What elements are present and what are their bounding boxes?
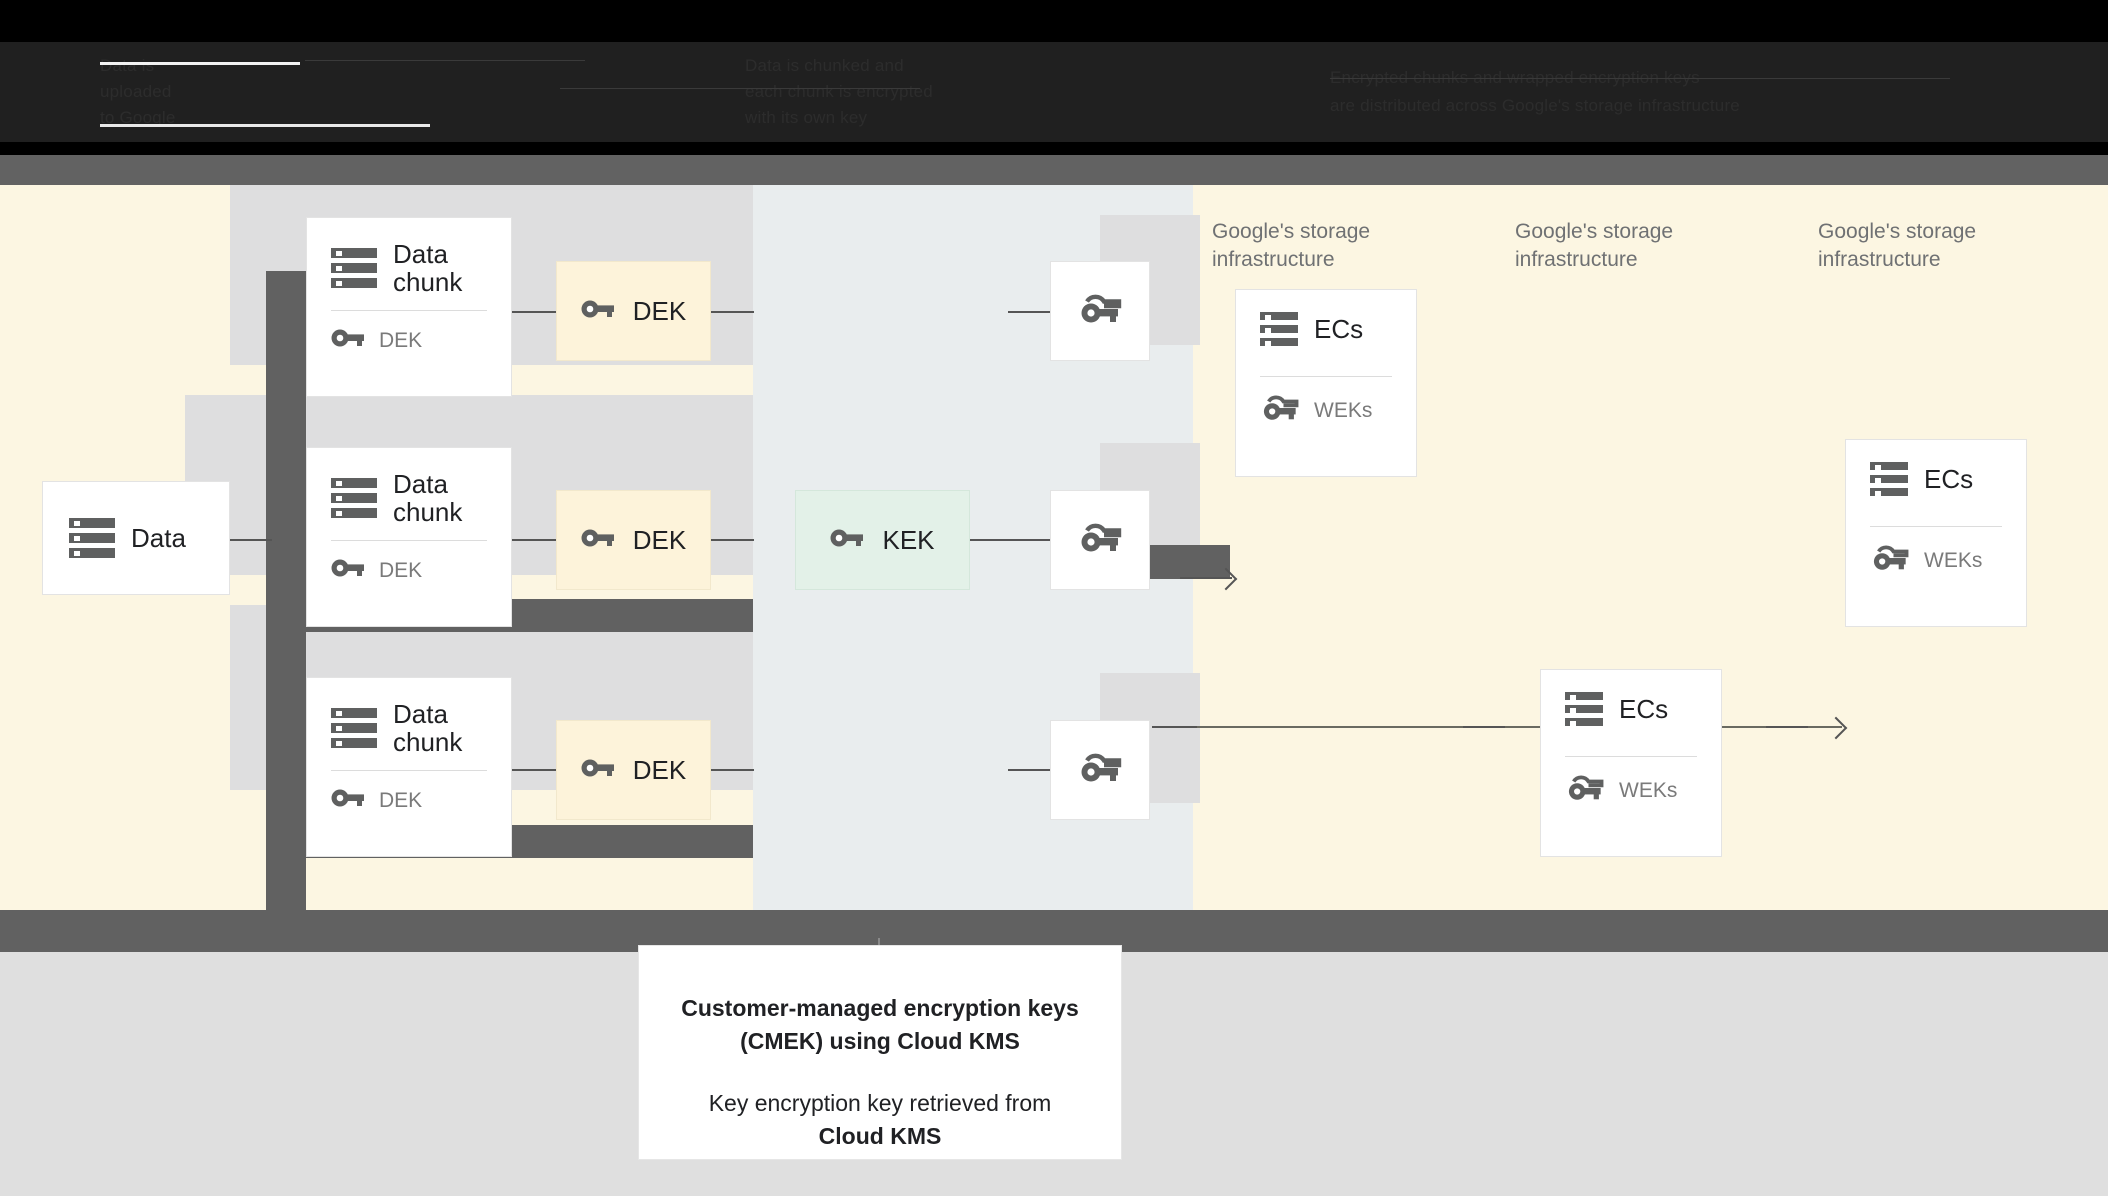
header-redaction-bar [100, 124, 430, 127]
card-divider [1870, 526, 2002, 527]
key-icon [830, 525, 864, 556]
top-divider-band [0, 155, 2108, 185]
key-icon [331, 327, 365, 354]
connector-dek-to-wek [710, 539, 754, 541]
wrapped-key-icon [1077, 751, 1123, 790]
header-redaction-bar [1330, 78, 1950, 79]
connector-kek-to-wek [960, 539, 1056, 541]
card-divider [1565, 756, 1697, 757]
connector-dek-to-wek [710, 769, 754, 771]
card-divider [1260, 376, 1392, 377]
arrow-line-row2-seg [1152, 726, 1197, 728]
wrapped-key-tile[interactable] [1050, 261, 1150, 361]
connector-dek-to-wek [710, 311, 754, 313]
ecs-card[interactable]: ECs WEKs [1540, 669, 1722, 857]
connector-chunk-to-dek [512, 311, 556, 313]
wrapped-key-icon [1077, 521, 1123, 560]
ecs-key-label: WEKs [1924, 548, 1983, 572]
ecs-card[interactable]: ECs WEKs [1235, 289, 1417, 477]
chunk-key-label: DEK [379, 558, 423, 582]
key-icon [581, 296, 615, 327]
card-divider [331, 770, 487, 772]
obscured-header-banner: Data is uploaded to Google Data is chunk… [0, 0, 2108, 155]
key-icon [581, 525, 615, 556]
arrow-line-row2-seg [1463, 726, 1505, 728]
ecs-title: ECs [1924, 463, 1974, 494]
connector-into-wek-tile [1008, 769, 1052, 771]
header-text-line: are distributed across Google's storage … [1330, 96, 1740, 115]
storage-icon [69, 518, 115, 558]
key-icon [581, 755, 615, 786]
wrapped-key-icon [1077, 292, 1123, 331]
key-icon [331, 787, 365, 814]
ecs-title: ECs [1619, 693, 1669, 724]
ecs-card[interactable]: ECs WEKs [1845, 439, 2027, 627]
arrow-line-row2-seg [1766, 726, 1808, 728]
header-text-line: Encrypted chunks and wrapped encryption … [1330, 68, 1700, 87]
header-text-line: to Google [100, 108, 176, 127]
dek-box[interactable]: DEK [556, 261, 711, 361]
header-band [0, 42, 2108, 142]
connector-chunk-to-dek [512, 539, 556, 541]
arrow-line-row1 [1180, 577, 1232, 579]
header-text-line: Data is chunked and [745, 56, 904, 75]
encryption-flow-diagram: Data Data chunk DEK Data chunk DEK [0, 185, 2108, 970]
wrapped-key-tile[interactable] [1050, 720, 1150, 820]
connector-chunk-to-dek [512, 769, 556, 771]
connector-into-wek-tile [1008, 311, 1052, 313]
data-chunk-card[interactable]: Data chunk DEK [306, 217, 512, 397]
dek-label: DEK [632, 295, 687, 326]
data-chunk-card[interactable]: Data chunk DEK [306, 677, 512, 857]
wrapped-key-icon [1870, 543, 1910, 578]
wrapped-key-icon [1565, 773, 1605, 808]
storage-icon [331, 478, 377, 519]
data-source-card[interactable]: Data [42, 481, 230, 595]
data-source-label: Data [131, 522, 186, 553]
storage-icon [1565, 692, 1603, 726]
caption-normal-line: Key encryption key retrieved from [708, 1089, 1052, 1116]
ecs-title: ECs [1314, 313, 1364, 344]
infra-label-1: Google's storage infrastructure [1212, 220, 1371, 272]
storage-icon [331, 708, 377, 749]
header-text-line: Data is [100, 56, 155, 75]
storage-icon [331, 248, 377, 289]
header-redaction-bar [560, 88, 920, 89]
chunk-title: Data chunk [393, 699, 463, 758]
chunk-title: Data chunk [393, 469, 463, 528]
header-text-line: uploaded [100, 82, 172, 101]
header-text-line: with its own key [745, 108, 868, 127]
header-text-line: each chunk is encrypted [745, 82, 933, 101]
connector-data-to-splitter [228, 539, 272, 541]
caption-bold-line1: Customer-managed encryption keys [681, 995, 1079, 1021]
kek-box[interactable]: KEK [795, 490, 970, 590]
dek-label: DEK [632, 754, 687, 785]
header-redaction-bar [305, 60, 585, 61]
infra-label-2: Google's storage infrastructure [1515, 220, 1674, 272]
kek-label: KEK [882, 524, 935, 555]
caption-card: Customer-managed encryption keys (CMEK) … [638, 945, 1122, 1160]
card-divider [331, 540, 487, 542]
chunk-key-label: DEK [379, 328, 423, 352]
chunk-title: Data chunk [393, 239, 463, 298]
header-redaction-bar [100, 62, 300, 65]
caption-bold-line2: (CMEK) using Cloud KMS [740, 1028, 1020, 1055]
storage-icon [1260, 312, 1298, 346]
wrapped-key-icon [1260, 393, 1300, 428]
caption-normal-bold: Cloud KMS [818, 1123, 942, 1150]
chunk-key-label: DEK [379, 788, 423, 812]
data-chunk-card[interactable]: Data chunk DEK [306, 447, 512, 627]
dek-label: DEK [632, 524, 687, 555]
storage-icon [1870, 462, 1908, 496]
dek-box[interactable]: DEK [556, 720, 711, 820]
card-divider [331, 310, 487, 312]
ecs-key-label: WEKs [1314, 398, 1373, 422]
ecs-key-label: WEKs [1619, 778, 1678, 802]
infra-label-3: Google's storage infrastructure [1818, 220, 1977, 272]
wrapped-key-tile[interactable] [1050, 490, 1150, 590]
key-icon [331, 557, 365, 584]
dek-box[interactable]: DEK [556, 490, 711, 590]
